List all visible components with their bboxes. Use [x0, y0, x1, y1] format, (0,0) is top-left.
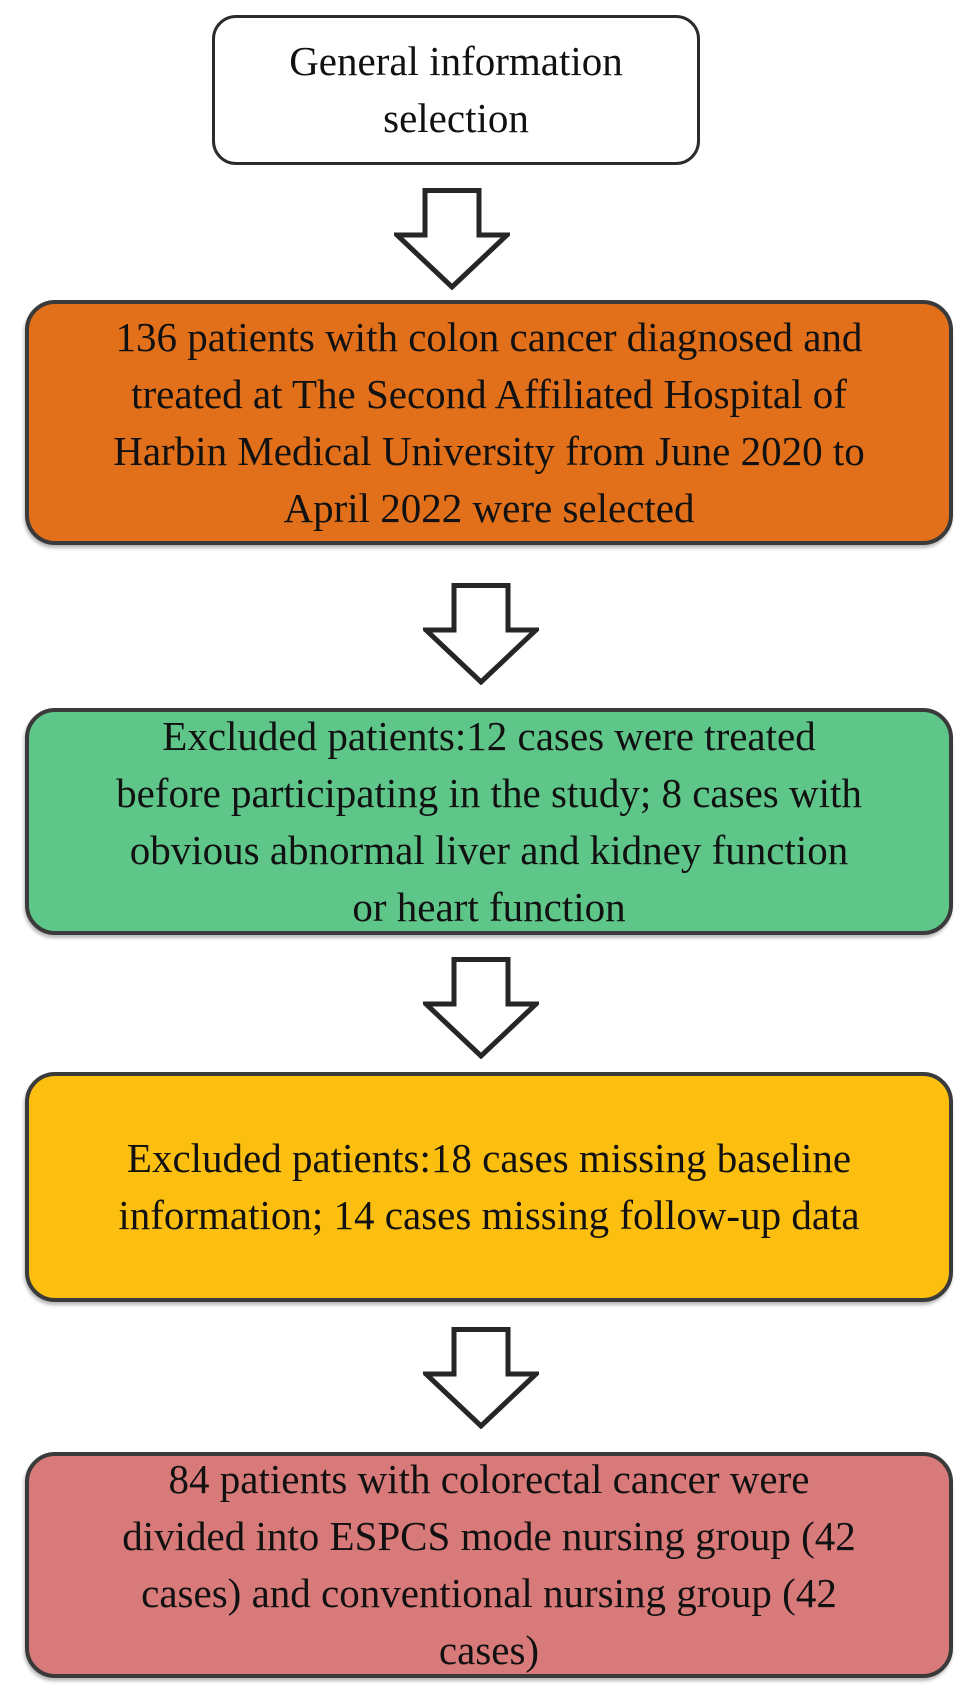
text-line: Harbin Medical University from June 2020…: [113, 427, 865, 474]
text-line: cases): [438, 1627, 540, 1673]
text-line: 136 patients with colon cancer diagnosed…: [115, 313, 863, 360]
down-block-arrow-icon: [423, 583, 539, 685]
text-line: treated at The Second Affiliated Hospita…: [131, 370, 847, 417]
flow-box-text: General information selection: [289, 33, 623, 147]
flow-box-patients-selected: 136 patients with colon cancer diagnosed…: [25, 300, 953, 545]
text-line: April 2022 were selected: [283, 484, 695, 531]
text-line: before participating in the study; 8 cas…: [116, 769, 862, 816]
flow-box-text: 84 patients with colorectal cancer were …: [122, 1451, 855, 1679]
text-line: obvious abnormal liver and kidney functi…: [129, 826, 849, 873]
text-line: General information: [289, 38, 623, 84]
text-line: divided into ESPCS mode nursing group (4…: [122, 1513, 856, 1559]
text-line: information; 14 cases missing follow-up …: [118, 1192, 860, 1238]
text-line: Excluded patients:18 cases missing basel…: [126, 1135, 852, 1181]
text-line: cases) and conventional nursing group (4…: [141, 1570, 837, 1616]
text-line: or heart function: [352, 883, 626, 930]
flow-box-text: Excluded patients:18 cases missing basel…: [118, 1130, 859, 1244]
down-block-arrow-icon: [423, 957, 539, 1059]
text-line: 84 patients with colorectal cancer were: [168, 1456, 810, 1502]
down-block-arrow-icon: [423, 1327, 539, 1429]
text-line: selection: [383, 95, 529, 141]
flow-box-general-information-selection: General information selection: [212, 15, 700, 165]
flow-box-excluded-missing-data: Excluded patients:18 cases missing basel…: [25, 1072, 953, 1302]
flow-box-excluded-pretreated-abnormal-function: Excluded patients:12 cases were treated …: [25, 708, 953, 935]
down-block-arrow-icon: [394, 188, 510, 290]
flow-box-final-grouping: 84 patients with colorectal cancer were …: [25, 1452, 953, 1678]
text-line: Excluded patients:12 cases were treated: [162, 712, 816, 759]
flow-box-text: 136 patients with colon cancer diagnosed…: [113, 309, 865, 537]
flow-box-text: Excluded patients:12 cases were treated …: [116, 708, 862, 936]
